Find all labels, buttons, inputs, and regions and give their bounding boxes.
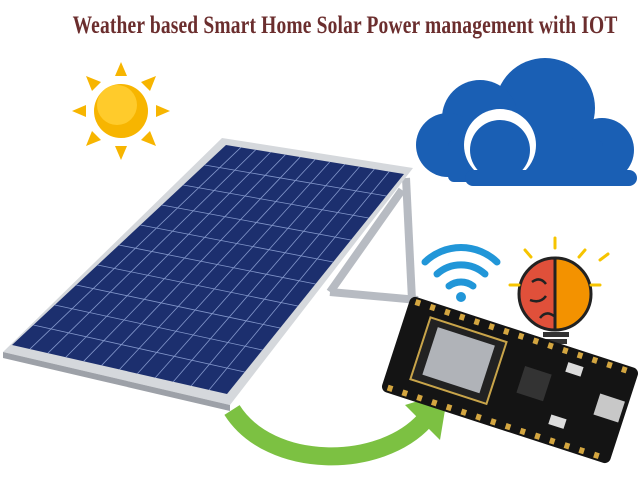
panel-stand (326, 177, 419, 304)
board-pin (547, 342, 554, 350)
board-pin (473, 318, 481, 326)
panel-cell-line (118, 244, 316, 285)
board-pin (401, 389, 409, 397)
wifi-icon (421, 244, 501, 302)
board-pin (429, 303, 436, 312)
board-pin (517, 332, 525, 340)
board-pin (445, 403, 453, 412)
board-pin (489, 418, 497, 426)
panel-cell-line (183, 184, 369, 219)
board-pin (591, 356, 599, 364)
board-pin (534, 432, 541, 440)
board-pin (563, 442, 571, 450)
board-pin (593, 451, 600, 460)
panel-cell-line (76, 284, 281, 329)
board-pin (460, 408, 468, 416)
panel-cell-line (33, 324, 245, 373)
panel-cell-line (204, 164, 387, 197)
cloud-icon (416, 58, 637, 186)
board-pin (386, 384, 394, 392)
board-pin (503, 327, 510, 336)
solar-panel (3, 138, 413, 411)
board-pin (532, 337, 540, 345)
board-pin (548, 437, 556, 445)
sun-icon (72, 62, 170, 160)
board-pin (444, 308, 451, 316)
board-pin (488, 323, 495, 331)
page-title: Weather based Smart Home Solar Power man… (72, 12, 618, 39)
panel-cell-line (161, 204, 351, 241)
board-pin (578, 446, 585, 455)
board-pin (606, 361, 613, 369)
panel-cell-line (54, 304, 263, 351)
panel-cell-line (97, 264, 298, 307)
board-pin (561, 347, 569, 355)
board-pin (620, 366, 628, 374)
board-pin (576, 351, 584, 360)
board-pin (416, 394, 423, 402)
panel-cell-line (140, 224, 334, 263)
board-pin (458, 313, 466, 321)
board-pin (414, 299, 422, 307)
board-pin (475, 413, 482, 421)
nodemcu-board (381, 296, 639, 464)
board-pin (504, 423, 512, 431)
board-pin (430, 399, 438, 407)
brain-bulb-icon (508, 236, 610, 351)
board-pin (519, 427, 527, 436)
